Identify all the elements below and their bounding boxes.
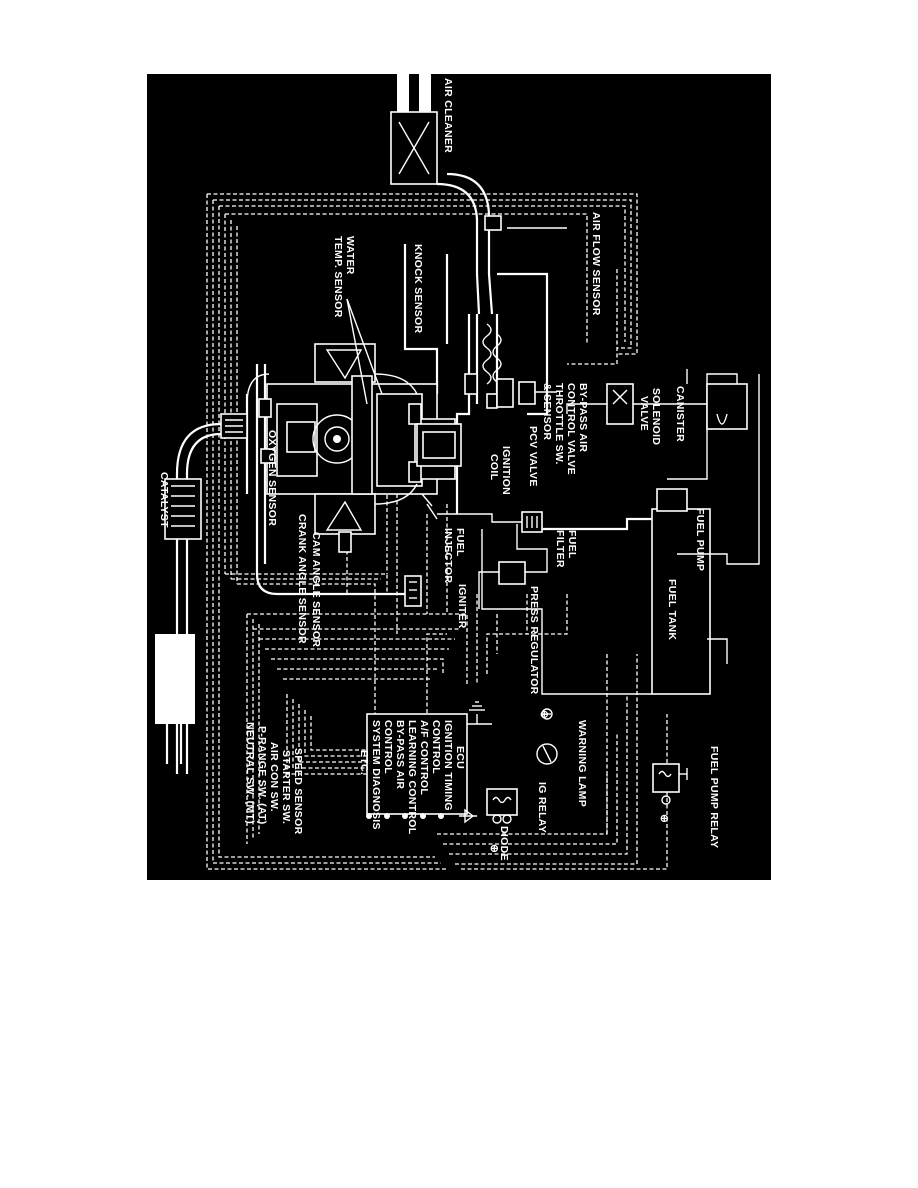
label-cam-angle-sensor: CAM ANGLE SENSOR [310, 532, 322, 647]
catalyst-converter [164, 478, 202, 540]
engine-block [220, 298, 456, 596]
label-ecu-fn-7: SYSTEM DIAGNOSIS [370, 720, 382, 830]
label-fuel-injector-2: INJECTOR [442, 528, 454, 583]
label-ecu-fn-5: BY-PASS AIR [394, 720, 406, 789]
plus-terminal-ig-relay: ⊕ [488, 844, 500, 853]
label-oxygen-sensor: OXYGEN SENSOR [266, 430, 278, 526]
label-fuel-pump: FUEL PUMP [694, 508, 706, 571]
label-bypass-4: & SENSOR [541, 383, 553, 440]
igniter-element [404, 575, 422, 607]
canister-element [706, 383, 748, 430]
label-fuel-tank: FUEL TANK [666, 579, 678, 640]
label-ignition-coil-2: COIL [488, 454, 500, 481]
label-water-temp-1: WATER [344, 236, 356, 275]
label-knock-sensor: KNOCK SENSOR [412, 244, 424, 333]
label-air-flow-sensor: AIR FLOW SENSOR [590, 212, 602, 316]
label-ig-relay: IG RELAY [536, 782, 548, 833]
cam-angle-sensor-element [338, 531, 352, 553]
label-input-1: SPEED SENSOR [292, 748, 304, 835]
label-ecu-fn-8: ETC. [358, 750, 370, 775]
label-fuel-filter-2: FILTER [554, 530, 566, 568]
warning-lamp-element [536, 743, 558, 765]
fuel-pump-element [656, 488, 688, 512]
relays-and-lamp [459, 708, 688, 824]
label-igniter: IGNITER [456, 584, 468, 629]
label-pcv-valve: PCV VALVE [527, 426, 539, 487]
muffler [155, 634, 195, 724]
label-ecu-fn-2: CONTROL [430, 720, 442, 774]
diagram-labels: AIR CLEANER AIR FLOW SENSOR CANISTER SOL… [158, 78, 720, 861]
ecu-unit [366, 701, 492, 819]
evap-system [566, 369, 748, 430]
label-input-5: NEUTRAL SW. (MT) [244, 722, 256, 824]
label-crank-angle-sensor: CRANK ANGLE SENSOR [296, 514, 308, 644]
bypass-valve-element [496, 378, 514, 408]
fuel-system [404, 373, 760, 695]
label-bypass-3: THROTTLE SW. [553, 383, 565, 465]
label-ecu-fn-4: LEARNING CONTROL [406, 720, 418, 835]
solenoid-valve-element [606, 383, 634, 425]
label-solenoid-1: SOLENOID [650, 388, 662, 445]
label-diode: DIODE [498, 826, 510, 861]
ecu-box [366, 713, 468, 815]
label-ecu-fn-3: A/F CONTROL [418, 720, 430, 795]
plus-terminal-lamp: ⊕ [538, 710, 550, 719]
label-input-2: STARTER SW. [280, 750, 292, 824]
label-solenoid-2: VALVE [638, 396, 650, 431]
fuel-pump-relay-element [652, 763, 680, 793]
exhaust-system [155, 422, 222, 774]
label-ignition-coil-1: IGNITION [500, 446, 512, 495]
lower-rotor-housing [314, 493, 376, 535]
air-flow-sensor-element [484, 215, 502, 231]
pcv-valve-element [486, 393, 498, 409]
label-ecu-title: ECU [454, 746, 466, 769]
label-fuel-filter-1: FUEL [566, 530, 578, 559]
label-canister: CANISTER [674, 386, 686, 442]
label-ecu-fn-6: CONTROL [382, 720, 394, 774]
label-fuel-injector-1: FUEL [454, 528, 466, 557]
label-water-temp-2: TEMP. SENSOR [332, 236, 344, 318]
press-regulator-element [498, 561, 526, 585]
label-fuel-pump-relay: FUEL PUMP RELAY [708, 746, 720, 848]
label-bypass-2: CONTROL VALVE [565, 383, 577, 475]
label-air-cleaner: AIR CLEANER [442, 78, 454, 153]
ignition-and-valves [416, 373, 557, 467]
engine-control-system-diagram: AIR CLEANER AIR FLOW SENSOR CANISTER SOL… [147, 74, 771, 880]
label-ecu-fn-1: IGNITION TIMING [442, 720, 454, 811]
label-input-4: P-RANGE SW. (AT) [256, 726, 268, 825]
fuel-tank-outline [651, 508, 711, 695]
diagram-artwork: AIR CLEANER AIR FLOW SENSOR CANISTER SOL… [155, 74, 760, 870]
label-catalyst: CATALYST [158, 472, 170, 528]
label-press-regulator: PRESS REGULATOR [528, 586, 540, 695]
label-warning-lamp: WARNING LAMP [576, 720, 588, 807]
label-input-3: AIR CON SW. [268, 742, 280, 812]
label-bypass-1: BY-PASS AIR [577, 383, 589, 452]
plus-terminal-fuel-pump-relay: ⊕ [658, 814, 670, 823]
